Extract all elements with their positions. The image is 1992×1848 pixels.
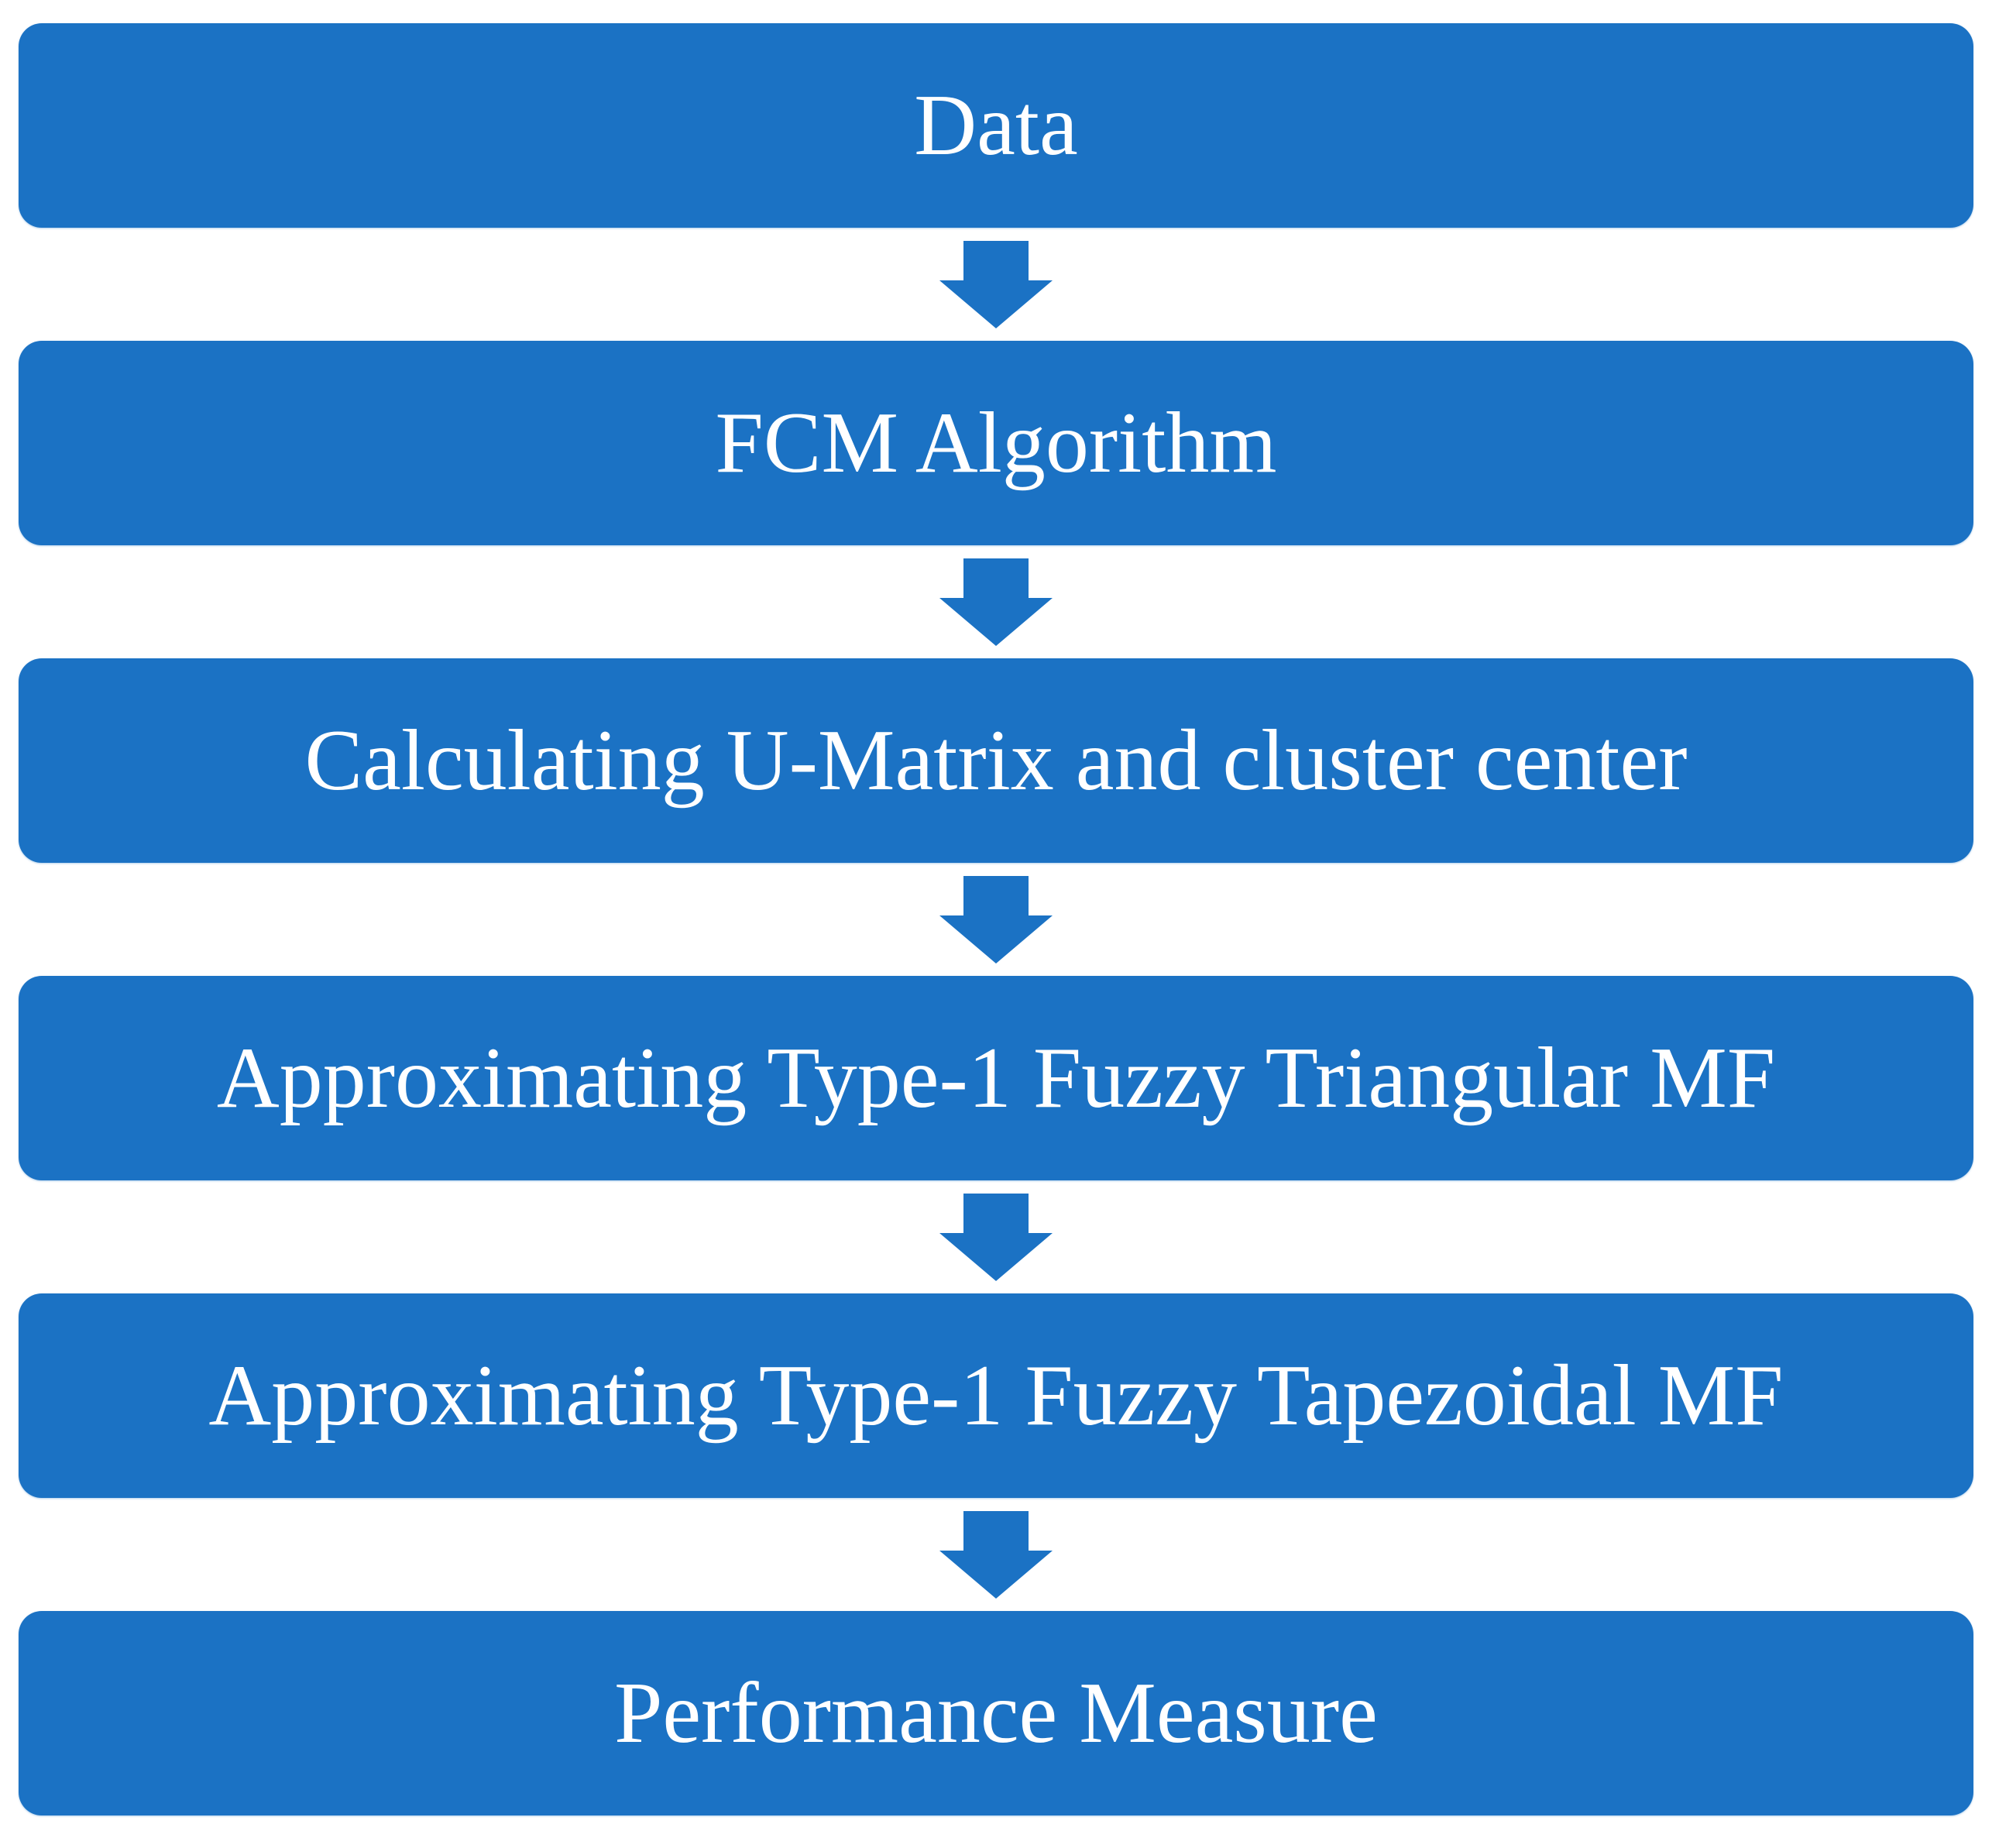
step-trapezoidal-mf: Approximating Type-1 Fuzzy Tapezoidal MF [19,1293,1973,1498]
down-arrow-icon [939,875,1053,964]
step-performance-measure-label: Performance Measure [614,1665,1378,1761]
connector-4 [939,1180,1053,1293]
step-calculating-u-matrix: Calculating U-Matrix and cluster center [19,658,1973,863]
connector-1 [939,228,1053,341]
step-data: Data [19,23,1973,228]
step-fcm-algorithm: FCM Algorithm [19,341,1973,545]
connector-3 [939,863,1053,976]
step-calculating-u-matrix-label: Calculating U-Matrix and cluster center [304,713,1688,809]
step-data-label: Data [914,77,1078,173]
down-arrow-icon [939,240,1053,328]
step-trapezoidal-mf-label: Approximating Type-1 Fuzzy Tapezoidal MF [208,1348,1784,1444]
step-triangular-mf: Approximating Type-1 Fuzzy Triangular MF [19,976,1973,1180]
step-fcm-algorithm-label: FCM Algorithm [715,395,1277,491]
step-triangular-mf-label: Approximating Type-1 Fuzzy Triangular MF [216,1030,1776,1126]
step-performance-measure: Performance Measure [19,1611,1973,1815]
down-arrow-icon [939,558,1053,646]
connector-5 [939,1498,1053,1611]
down-arrow-icon [939,1510,1053,1599]
down-arrow-icon [939,1193,1053,1281]
connector-2 [939,545,1053,658]
